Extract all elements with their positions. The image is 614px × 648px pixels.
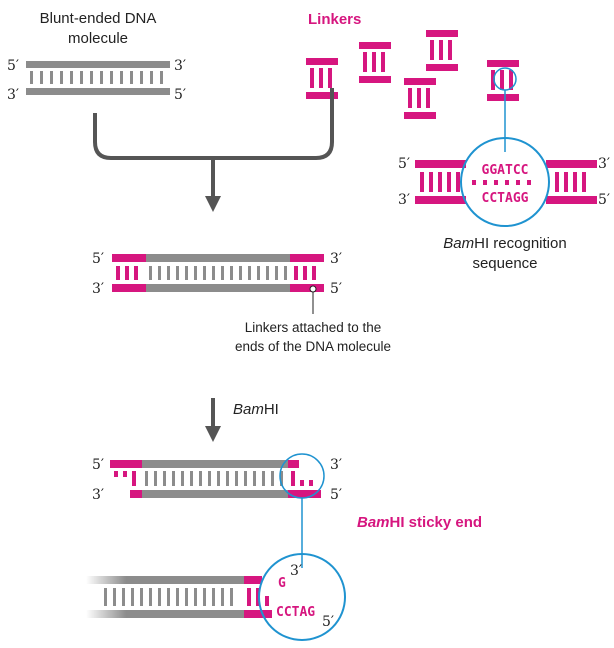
dna-with-sticky-ends [110, 460, 321, 498]
recognition-title-line2: sequence [472, 255, 537, 272]
end-label-5prime: 5′ [330, 487, 342, 503]
sticky-end-rest: HI sticky end [390, 514, 483, 531]
enzyme-label-italic: Bam [233, 401, 264, 418]
callout-dot [309, 285, 317, 293]
linker [404, 78, 436, 119]
digest-arrow-head [205, 426, 221, 442]
sticky-end-title: BamHI sticky end [357, 514, 482, 531]
sticky-end-circle-large [258, 553, 346, 641]
end-label-3prime: 3′ [330, 251, 342, 267]
sticky-end-italic: Bam [357, 514, 390, 531]
end-label-3prime: 3′ [7, 87, 19, 103]
recognition-site-circle [460, 137, 550, 227]
sticky-left-top [110, 460, 142, 468]
linker [487, 60, 519, 101]
sticky-left-bottom [130, 490, 142, 498]
end-label-3prime: 3′ [290, 563, 302, 579]
blunt-dna-title-line2: molecule [68, 30, 128, 47]
end-label-5prime: 5′ [322, 614, 334, 630]
attached-caption-line1: Linkers attached to the [245, 320, 382, 335]
sequence-bottom-cctagg: CCTAGG [482, 191, 529, 206]
recognition-title-line1: BamHI recognition [443, 235, 566, 252]
sticky-end-zoomed [86, 576, 272, 618]
end-label-5prime: 5′ [330, 281, 342, 297]
dna-with-linkers [112, 254, 324, 292]
end-label-3prime: 3′ [398, 192, 410, 208]
linker-zoomed [415, 157, 597, 208]
linker-right-top [290, 254, 324, 262]
linkers-title: Linkers [308, 11, 361, 28]
sticky-right-top [288, 460, 299, 468]
end-label-3prime: 3′ [174, 58, 186, 74]
linker [426, 30, 458, 71]
end-label-5prime: 5′ [92, 457, 104, 473]
dna-top-strand [26, 61, 170, 68]
merge-bracket [93, 88, 334, 160]
sequence-top-ggatcc: GGATCC [482, 163, 529, 178]
end-label-3prime: 3′ [92, 281, 104, 297]
linker [359, 42, 391, 83]
enzyme-label: BamHI [233, 401, 279, 418]
blunt-dna-title-line1: Blunt-ended DNA [40, 10, 157, 27]
enzyme-label-rest: HI [264, 401, 279, 418]
end-label-3prime: 3′ [598, 156, 610, 172]
linker [306, 58, 338, 99]
dna-base-pairs [30, 71, 163, 84]
end-label-5prime: 5′ [92, 251, 104, 267]
ligation-arrow-head [205, 196, 221, 212]
end-label-3prime: 3′ [92, 487, 104, 503]
attached-caption-line2: ends of the DNA molecule [235, 339, 391, 354]
recognition-enzyme-italic: Bam [443, 235, 474, 252]
end-label-5prime: 5′ [398, 156, 410, 172]
linker-left-bottom [112, 284, 146, 292]
blunt-dna-molecule [26, 61, 170, 95]
dna-bottom-strand [26, 88, 170, 95]
sticky-sequence-top: G [278, 576, 286, 591]
end-label-5prime: 5′ [174, 87, 186, 103]
end-label-5prime: 5′ [598, 192, 610, 208]
recognition-title-rest: HI recognition [474, 235, 567, 252]
end-label-3prime: 3′ [330, 457, 342, 473]
end-label-5prime: 5′ [7, 58, 19, 74]
linker-right-bottom [290, 284, 324, 292]
sticky-right-bottom [288, 490, 321, 498]
sticky-sequence-bottom: CCTAG [276, 605, 315, 620]
linker-left-top [112, 254, 146, 262]
